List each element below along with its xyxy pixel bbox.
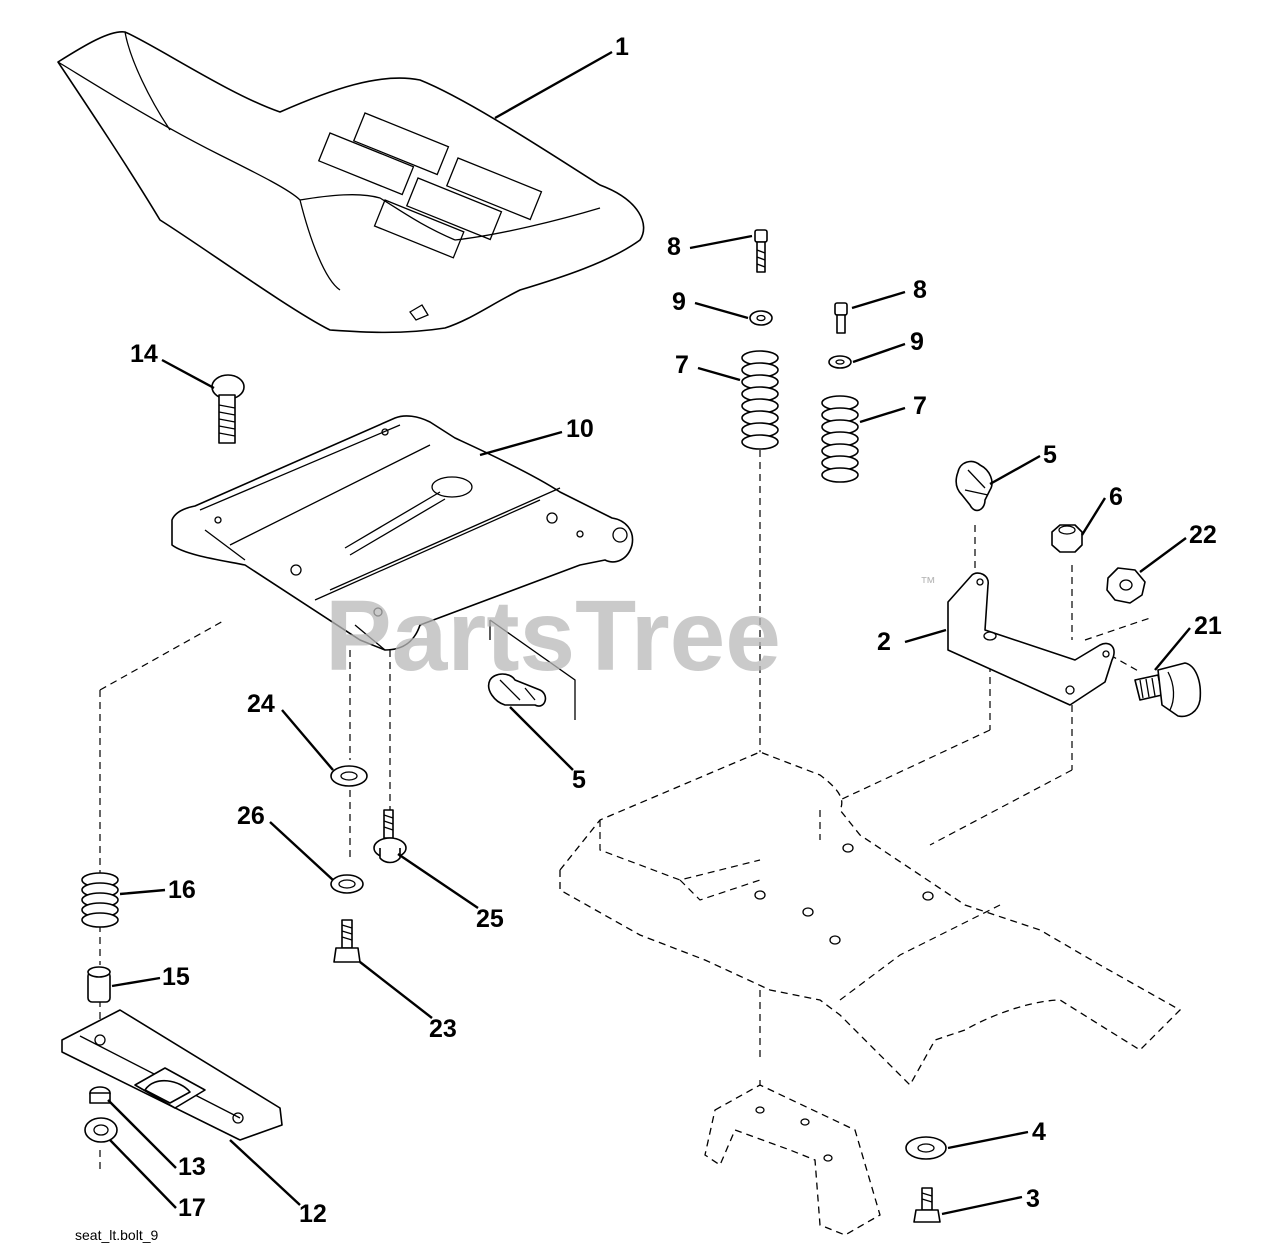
leader-line [694, 301, 749, 320]
leader-line [859, 406, 906, 424]
leader-line [107, 1099, 177, 1169]
leader-line [904, 628, 947, 644]
leader-line [397, 853, 479, 909]
leader-line [941, 1195, 1023, 1216]
callout-25: 25 [476, 905, 504, 933]
leader-line [1139, 537, 1187, 573]
flange-bolt-part [373, 809, 407, 864]
seat-part [57, 31, 645, 334]
callout-8-right: 8 [913, 276, 927, 304]
callout-22: 22 [1189, 521, 1217, 549]
diagram-filename: seat_lt.bolt_9 [75, 1227, 158, 1243]
seat-rail-part [61, 1009, 283, 1141]
leader-line [111, 976, 161, 988]
leader-line [229, 1139, 301, 1206]
callout-5-upper: 5 [1043, 441, 1057, 469]
callout-24: 24 [247, 690, 275, 718]
callout-labels: 1 8 9 8 9 7 7 14 10 5 6 22 21 2 5 24 26 … [130, 33, 1222, 1228]
callout-2: 2 [877, 628, 891, 656]
left-spring-stack [741, 229, 779, 450]
spring-16-part [81, 872, 119, 928]
callout-7-left: 7 [675, 351, 689, 379]
leader-line [109, 1139, 177, 1209]
callout-26: 26 [237, 802, 265, 830]
nut-13-part [89, 1086, 111, 1104]
callout-17: 17 [178, 1194, 206, 1222]
callout-4: 4 [1032, 1118, 1046, 1146]
callout-9-right: 9 [910, 328, 924, 356]
nut-part [1051, 524, 1083, 553]
callout-8-left: 8 [667, 233, 681, 261]
leader-line [1080, 497, 1107, 536]
lock-washer-part [330, 874, 364, 894]
callout-3: 3 [1026, 1185, 1040, 1213]
washer-17-part [84, 1117, 118, 1143]
callout-13: 13 [178, 1153, 206, 1181]
bolt-3-part [913, 1187, 941, 1223]
leader-line [269, 821, 334, 881]
callout-15: 15 [162, 963, 190, 991]
spacer-part [87, 966, 111, 1003]
callout-21: 21 [1194, 612, 1222, 640]
leader-line [852, 342, 906, 364]
callout-14: 14 [130, 340, 158, 368]
bolt-23-part [333, 919, 361, 963]
seat-pan-part [171, 304, 634, 651]
washer-4-part [905, 1136, 947, 1160]
leader-line [1154, 627, 1191, 671]
bottom-bracket-ghost [704, 1084, 881, 1236]
leader-line [947, 1130, 1029, 1150]
leader-line [989, 454, 1041, 486]
leader-line [479, 430, 563, 457]
leader-line [689, 234, 753, 250]
locknut-part [1106, 567, 1146, 604]
clip-part-upper [955, 460, 993, 512]
leader-lines [107, 50, 1191, 1216]
leader-line [281, 709, 334, 771]
carriage-bolt-part [211, 374, 245, 444]
clip-part-lower [487, 619, 576, 720]
leader-line [697, 366, 741, 382]
callout-16: 16 [168, 876, 196, 904]
watermark-trademark: ™ [920, 575, 936, 592]
leader-line [359, 961, 433, 1019]
washer-24-part [330, 765, 368, 787]
leader-line [161, 358, 215, 390]
leader-line [494, 50, 613, 120]
callout-10: 10 [566, 415, 594, 443]
callout-23: 23 [429, 1015, 457, 1043]
callout-1: 1 [615, 33, 629, 61]
leader-line [509, 706, 574, 771]
callout-9-left: 9 [672, 288, 686, 316]
shoulder-bolt-part [1134, 662, 1202, 718]
callout-5-lower: 5 [572, 766, 586, 794]
watermark: PartsTree ™ [325, 575, 936, 692]
callout-6: 6 [1109, 483, 1123, 511]
leader-line [851, 290, 906, 310]
leader-line [119, 888, 166, 896]
callout-12: 12 [299, 1200, 327, 1228]
frame-ghost [559, 751, 1182, 1087]
bracket-part [947, 572, 1115, 706]
watermark-text: PartsTree [325, 580, 781, 692]
callout-7-right: 7 [913, 392, 927, 420]
right-spring-stack [821, 302, 859, 483]
